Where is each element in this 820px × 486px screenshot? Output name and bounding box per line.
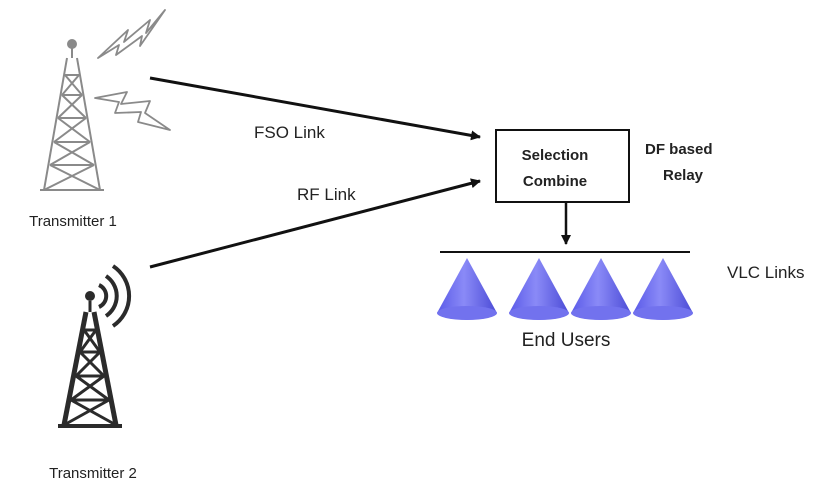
relay-caption-line1: DF based xyxy=(645,141,713,158)
relay-box-line2: Combine xyxy=(523,173,587,190)
end-user-cone xyxy=(633,258,693,320)
end-user-cone xyxy=(437,258,497,320)
transmitter-2-label: Transmitter 2 xyxy=(49,465,137,482)
end-user-cone xyxy=(571,258,631,320)
selection-combine-box xyxy=(495,129,630,203)
relay-caption-line2: Relay xyxy=(663,167,704,184)
transmitter-1-tower-icon xyxy=(40,39,104,191)
fso-link-label: FSO Link xyxy=(254,123,325,142)
lightning-icon xyxy=(94,9,171,131)
end-users-label: End Users xyxy=(522,330,611,351)
end-user-cone xyxy=(509,258,569,320)
relay-box-line1: Selection xyxy=(522,147,589,164)
rf-link-arrow xyxy=(149,178,481,269)
transmitter-1-label: Transmitter 1 xyxy=(29,213,117,230)
fso-link-arrow xyxy=(149,76,481,141)
transmitter-2-tower-icon xyxy=(58,264,132,428)
rf-link-label: RF Link xyxy=(297,185,356,204)
vlc-links-label: VLC Links xyxy=(727,263,804,282)
